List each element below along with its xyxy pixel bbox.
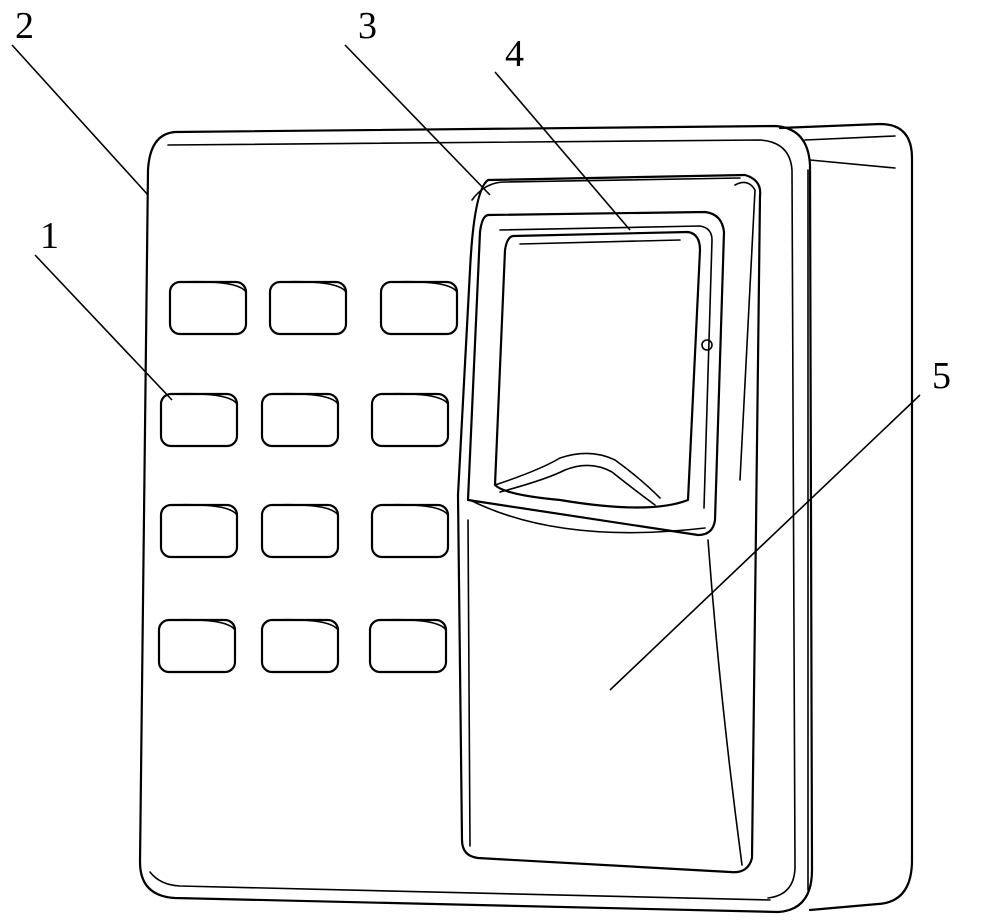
key [157,618,237,674]
label-fingerprint-sensor: 4 [505,33,524,75]
label-window-frame: 3 [358,5,377,47]
front-cover [456,173,762,874]
leader-4 [494,71,631,231]
leader-1 [34,254,173,401]
key [370,392,450,448]
leader-5 [609,394,921,691]
window-frame [466,181,756,537]
key [159,503,239,559]
key [168,280,248,336]
leader-2 [11,44,149,196]
label-front-cover: 5 [932,355,951,397]
key [260,392,340,448]
fingerprint-sensor [469,230,713,534]
housing-side [778,122,914,912]
label-housing: 2 [15,5,34,47]
reference-labels: 2 1 3 4 5 [15,5,951,397]
leader-lines [11,44,921,691]
housing-front [138,124,814,914]
key [260,503,340,559]
key [268,280,348,336]
key [379,280,459,336]
leader-3 [344,44,491,196]
keypad [157,280,459,674]
key [260,618,340,674]
label-keypad: 1 [40,215,59,257]
key [159,392,239,448]
key [368,618,448,674]
key [370,503,450,559]
